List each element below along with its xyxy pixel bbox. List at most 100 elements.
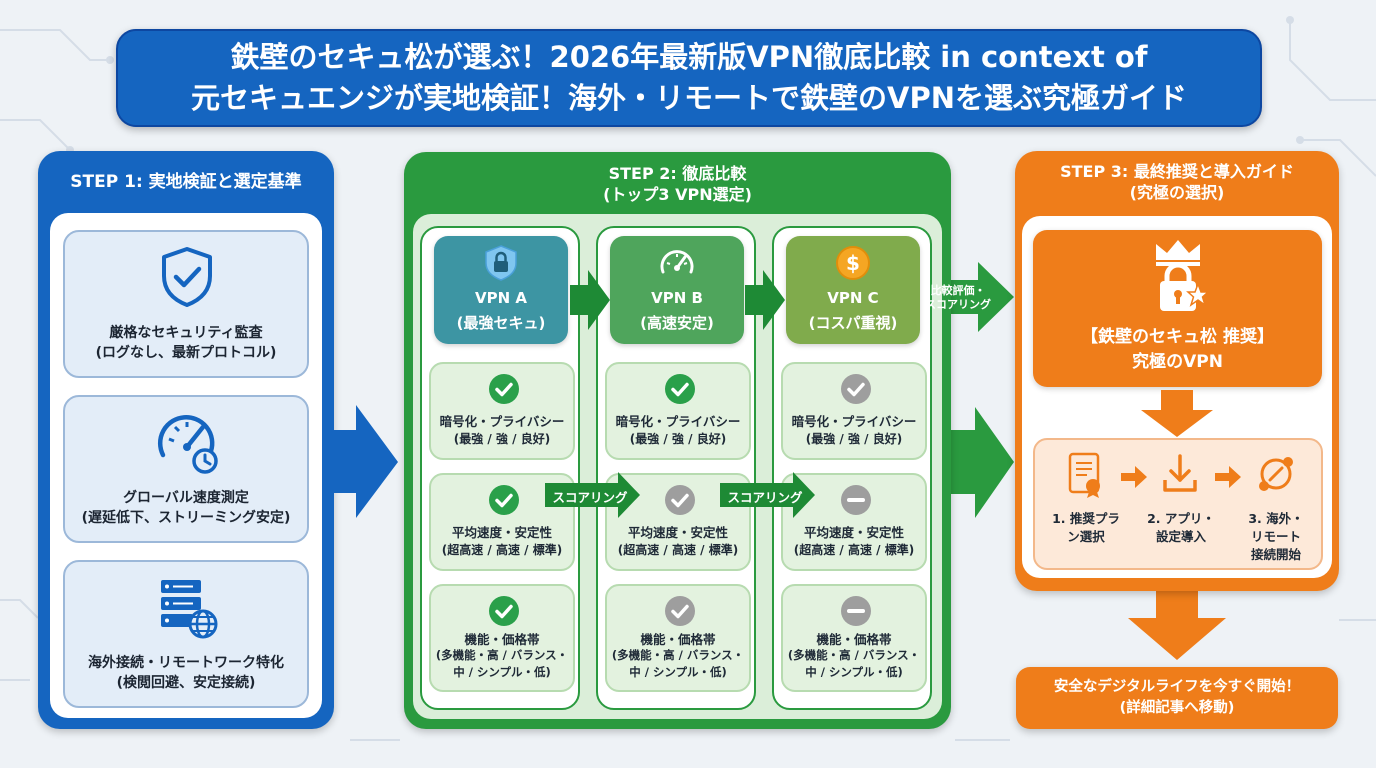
lock-shield-icon [485,245,517,281]
check-circle-icon [489,485,519,515]
step2-heading-line1: STEP 2: 徹底比較 [608,164,747,183]
scoring-label-2: スコアリング [727,490,803,505]
check-circle-gray-icon [665,485,695,515]
recommendation-label: 【鉄壁のセキュ松 推奨】 [1081,327,1274,347]
vpn-b-encryption-card: 暗号化・プライバシー (最強 / 強 / 良好) [605,362,751,460]
check-circle-gray-icon [841,374,871,404]
server-globe-icon [161,580,218,639]
cta-line2: (詳細記事へ移動) [1119,700,1235,716]
step3-body: 【鉄壁のセキュ松 推奨】 究極のVPN [1022,216,1332,578]
metric-scale: (多機能・高 / バランス・ 中 / シンプル・低) [783,647,925,681]
metric-label: 平均速度・安定性 [627,525,728,540]
check-circle-icon [489,374,519,404]
step3-heading-line1: STEP 3: 最終推奨と導入ガイド [1060,162,1294,181]
vpn-column-a: VPN A (最強セキュ) 暗号化・プライバシー (最強 / 強 / 良好) 平… [420,226,580,710]
step1-panel: STEP 1: 実地検証と選定基準 厳格なセキュリティ監査 (ログなし、最新プロ… [38,151,334,729]
metric-scale-line2: 中 / シンプル・低) [629,665,727,679]
metric-scale-line2: 中 / シンプル・低) [453,665,551,679]
svg-text:$: $ [846,251,860,275]
setup-steps-box: 1. 推奨プラ ン選択 2. アプリ・ 設定導入 3. 海外・ リモート 接続開… [1033,438,1323,570]
metric-label: 機能・価格帯 [816,632,892,647]
title-line-1: 鉄壁のセキュ松が選ぶ！2026年最新版VPN徹底比較 in context of [230,40,1148,74]
setup-step-2-line2: 設定導入 [1155,529,1206,544]
metric-label: 暗号化・プライバシー [439,414,565,429]
connection-icon [1259,457,1293,491]
vpn-c-features-card: 機能・価格帯 (多機能・高 / バランス・ 中 / シンプル・低) [781,584,927,692]
metric-scale: (最強 / 強 / 良好) [453,432,551,446]
metric-scale-line1: (多機能・高 / バランス・ [435,648,569,662]
shield-check-icon [162,247,212,307]
vpn-b-features-card: 機能・価格帯 (多機能・高 / バランス・ 中 / シンプル・低) [605,584,751,692]
minus-circle-icon [841,596,871,626]
step2-body: VPN A (最強セキュ) 暗号化・プライバシー (最強 / 強 / 良好) 平… [413,214,942,719]
metric-scale: (超高速 / 高速 / 標準) [441,543,563,557]
metric-label: 機能・価格帯 [640,632,716,647]
step1-body: 厳格なセキュリティ監査 (ログなし、最新プロトコル) グローバル速度測定 (遅延… [50,213,322,718]
vpn-header-c: $ VPN C (コスパ重視) [786,236,920,344]
step3-heading: STEP 3: 最終推奨と導入ガイド (究極の選択) [1015,161,1339,203]
speedometer-icon [660,250,694,274]
crown-lock-star-icon [1156,240,1208,311]
criteria-title: グローバル速度測定 [123,490,249,506]
metric-label: 暗号化・プライバシー [791,414,917,429]
cta-button[interactable]: 安全なデジタルライフを今すぐ開始！ (詳細記事へ移動) [1016,667,1338,729]
title-line-2: 元セキュエンジが実地検証！海外・リモートで鉄壁のVPNを選ぶ究極ガイド [191,81,1187,115]
metric-scale: (超高速 / 高速 / 標準) [793,543,915,557]
cta-line1: 安全なデジタルライフを今すぐ開始！ [1053,679,1301,695]
setup-step-1-line1: 1. 推奨プラ [1052,511,1120,526]
setup-step-2-line1: 2. アプリ・ [1147,511,1215,526]
metric-label: 機能・価格帯 [464,632,540,647]
setup-step-1-line2: ン選択 [1067,529,1105,544]
setup-step-3: 3. 海外・ リモート 接続開始 [1231,510,1321,564]
check-circle-icon [489,596,519,626]
metric-label: 暗号化・プライバシー [615,414,741,429]
eval-label-line2: スコアリング [925,298,991,311]
speedometer-clock-icon [157,415,218,474]
step1-heading: STEP 1: 実地検証と選定基準 [70,172,302,192]
criteria-title: 厳格なセキュリティ監査 [109,325,263,341]
recommendation-box: 【鉄壁のセキュ松 推奨】 究極のVPN [1033,230,1322,387]
scoring-label-1: スコアリング [552,490,628,505]
check-circle-gray-icon [665,596,695,626]
minus-circle-icon [841,485,871,515]
vpn-name: VPN B [651,289,703,307]
vpn-subtitle: (コスパ重視) [808,314,898,332]
criteria-title: 海外接続・リモートワーク特化 [88,655,284,671]
vpn-subtitle: (最強セキュ) [456,314,546,332]
vpn-name: VPN A [475,289,527,307]
vpn-header-a: VPN A (最強セキュ) [434,236,568,344]
setup-step-3-line2: リモート [1250,529,1301,544]
certificate-icon [1068,452,1100,498]
step2-panel: STEP 2: 徹底比較 (トップ3 VPN選定) VPN A (最強セキュ) … [404,152,951,729]
criteria-detail: (ログなし、最新プロトコル) [95,345,277,361]
step3-panel: STEP 3: 最終推奨と導入ガイド (究極の選択) 【鉄壁のセキュ松 推奨】 … [1015,151,1339,591]
title-banner: 鉄壁のセキュ松が選ぶ！2026年最新版VPN徹底比較 in context of… [116,29,1262,127]
setup-step-1: 1. 推奨プラ ン選択 [1041,510,1131,546]
metric-label: 平均速度・安定性 [451,525,552,540]
download-icon [1163,454,1197,492]
step-flow-arrows [1121,466,1241,488]
check-circle-icon [665,374,695,404]
metric-scale-line1: (多機能・高 / バランス・ [787,648,921,662]
eval-scoring-label: 比較評価・ スコアリング [920,284,996,312]
step3-heading-line2: (究極の選択) [1129,183,1225,202]
vpn-name: VPN C [827,289,879,307]
metric-scale: (最強 / 強 / 良好) [629,432,727,446]
metric-scale: (超高速 / 高速 / 標準) [617,543,739,557]
vpn-a-features-card: 機能・価格帯 (多機能・高 / バランス・ 中 / シンプル・低) [429,584,575,692]
criteria-card-security: 厳格なセキュリティ監査 (ログなし、最新プロトコル) [63,230,309,378]
vpn-subtitle: (高速安定) [640,314,714,332]
step2-heading-line2: (トップ3 VPN選定) [603,185,752,204]
metric-scale: (最強 / 強 / 良好) [805,432,903,446]
eval-label-line1: 比較評価・ [930,284,986,297]
metric-scale-line1: (多機能・高 / バランス・ [611,648,745,662]
recommendation-title: 究極のVPN [1132,352,1223,372]
criteria-card-overseas: 海外接続・リモートワーク特化 (検閲回避、安定接続) [63,560,309,708]
criteria-detail: (遅延低下、ストリーミング安定) [81,510,291,526]
dollar-coin-icon: $ [836,246,870,280]
criteria-card-speed: グローバル速度測定 (遅延低下、ストリーミング安定) [63,395,309,543]
metric-scale-line2: 中 / シンプル・低) [805,665,903,679]
metric-scale: (多機能・高 / バランス・ 中 / シンプル・低) [607,647,749,681]
setup-step-2: 2. アプリ・ 設定導入 [1136,510,1226,546]
